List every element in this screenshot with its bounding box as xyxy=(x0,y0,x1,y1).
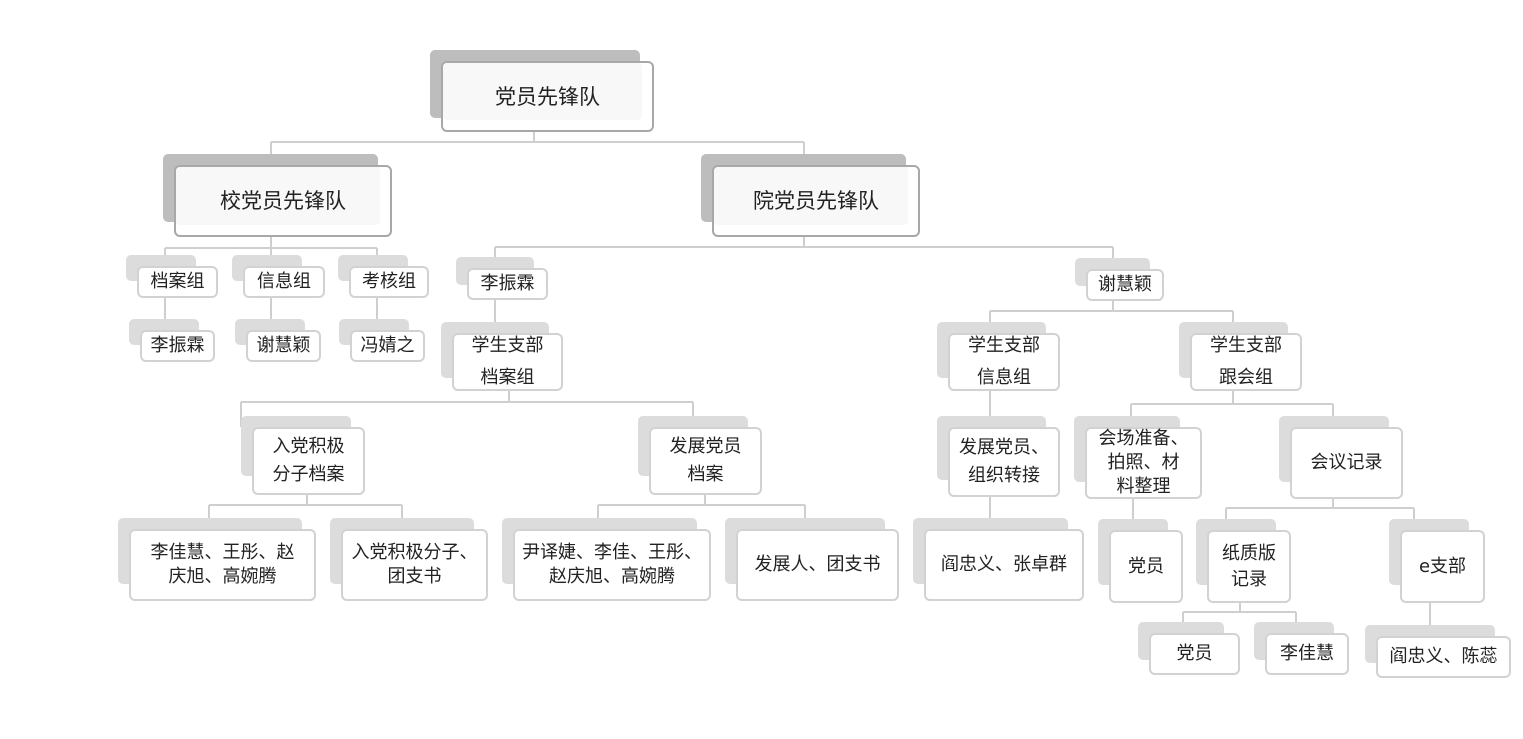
node-paper-record[interactable]: 纸质版 记录 xyxy=(1196,519,1291,603)
node-branch-meeting[interactable]: 学生支部 跟会组 xyxy=(1179,322,1302,391)
node-label: e支部 xyxy=(1418,555,1467,577)
node-label: 入党积极分子、 团支书 xyxy=(351,542,478,587)
node-people[interactable]: 阎忠义、张卓群 xyxy=(913,518,1084,601)
node-label: 谢慧颖 xyxy=(256,335,311,356)
node-member[interactable]: 冯婧之 xyxy=(339,319,425,362)
node-people[interactable]: 入党积极分子、 团支书 xyxy=(330,518,488,601)
node-people[interactable]: 李佳慧、王彤、赵 庆旭、高婉腾 xyxy=(118,518,316,601)
node-label: 李振霖 xyxy=(150,335,205,356)
node-school-team[interactable]: 校党员先锋队 xyxy=(163,154,392,237)
node-label: 尹译婕、李佳、王彤、 赵庆旭、高婉腾 xyxy=(522,542,702,587)
node-label: 校党员先锋队 xyxy=(220,189,346,213)
node-minutes[interactable]: 会议记录 xyxy=(1279,416,1403,499)
node-label: 党员先锋队 xyxy=(495,84,600,109)
node-activist-files[interactable]: 入党积极 分子档案 xyxy=(241,416,365,495)
node-member[interactable]: 谢慧颖 xyxy=(235,319,321,362)
node-label: 考核组 xyxy=(362,271,416,292)
node-people[interactable]: 阎忠义、陈蕊 xyxy=(1365,625,1511,678)
node-e-branch[interactable]: e支部 xyxy=(1389,519,1485,603)
node-leader[interactable]: 谢慧颖 xyxy=(1075,258,1164,301)
node-branch-info[interactable]: 学生支部 信息组 xyxy=(937,322,1060,391)
node-info-task[interactable]: 发展党员、 组织转接 xyxy=(937,416,1060,497)
node-people[interactable]: 党员 xyxy=(1098,519,1183,603)
node-label: 阎忠义、陈蕊 xyxy=(1389,646,1498,667)
node-root[interactable]: 党员先锋队 xyxy=(430,50,654,132)
node-label: 学生支部 跟会组 xyxy=(1210,335,1282,388)
node-label: 院党员先锋队 xyxy=(753,189,879,213)
node-label: 入党积极 分子档案 xyxy=(272,436,345,485)
node-label: 阎忠义、张卓群 xyxy=(941,554,1067,575)
node-label: 发展人、团支书 xyxy=(754,554,881,575)
node-label: 李佳慧 xyxy=(1280,643,1334,664)
node-label: 谢慧颖 xyxy=(1098,274,1152,295)
node-label: 党员 xyxy=(1176,643,1213,664)
node-label: 发展党员、 组织转接 xyxy=(959,437,1049,486)
node-development-files[interactable]: 发展党员 档案 xyxy=(638,416,762,495)
node-people[interactable]: 党员 xyxy=(1138,622,1240,675)
node-label: 李振霖 xyxy=(480,273,535,294)
node-label: 发展党员 档案 xyxy=(669,436,742,485)
node-label: 信息组 xyxy=(257,271,311,292)
node-label: 冯婧之 xyxy=(360,335,415,356)
node-branch-archive[interactable]: 学生支部 档案组 xyxy=(441,322,563,391)
node-member[interactable]: 李振霖 xyxy=(129,319,215,362)
node-people[interactable]: 尹译婕、李佳、王彤、 赵庆旭、高婉腾 xyxy=(502,518,711,601)
node-archive-group[interactable]: 档案组 xyxy=(126,255,218,298)
node-label: 档案组 xyxy=(150,271,205,292)
node-assessment-group[interactable]: 考核组 xyxy=(338,255,429,298)
node-label: 会议记录 xyxy=(1310,452,1383,473)
node-people[interactable]: 李佳慧 xyxy=(1254,622,1349,675)
node-label: 会场准备、 拍照、材 料整理 xyxy=(1098,428,1189,497)
node-label: 党员 xyxy=(1128,555,1164,577)
node-college-team[interactable]: 院党员先锋队 xyxy=(701,154,920,237)
node-venue-task[interactable]: 会场准备、 拍照、材 料整理 xyxy=(1074,416,1202,499)
node-label: 学生支部 档案组 xyxy=(471,335,544,388)
node-label: 纸质版 记录 xyxy=(1222,542,1276,590)
node-people[interactable]: 发展人、团支书 xyxy=(725,518,899,601)
node-info-group[interactable]: 信息组 xyxy=(232,255,325,298)
node-label: 李佳慧、王彤、赵 庆旭、高婉腾 xyxy=(150,542,295,587)
node-leader[interactable]: 李振霖 xyxy=(456,257,548,300)
node-label: 学生支部 信息组 xyxy=(968,335,1040,388)
